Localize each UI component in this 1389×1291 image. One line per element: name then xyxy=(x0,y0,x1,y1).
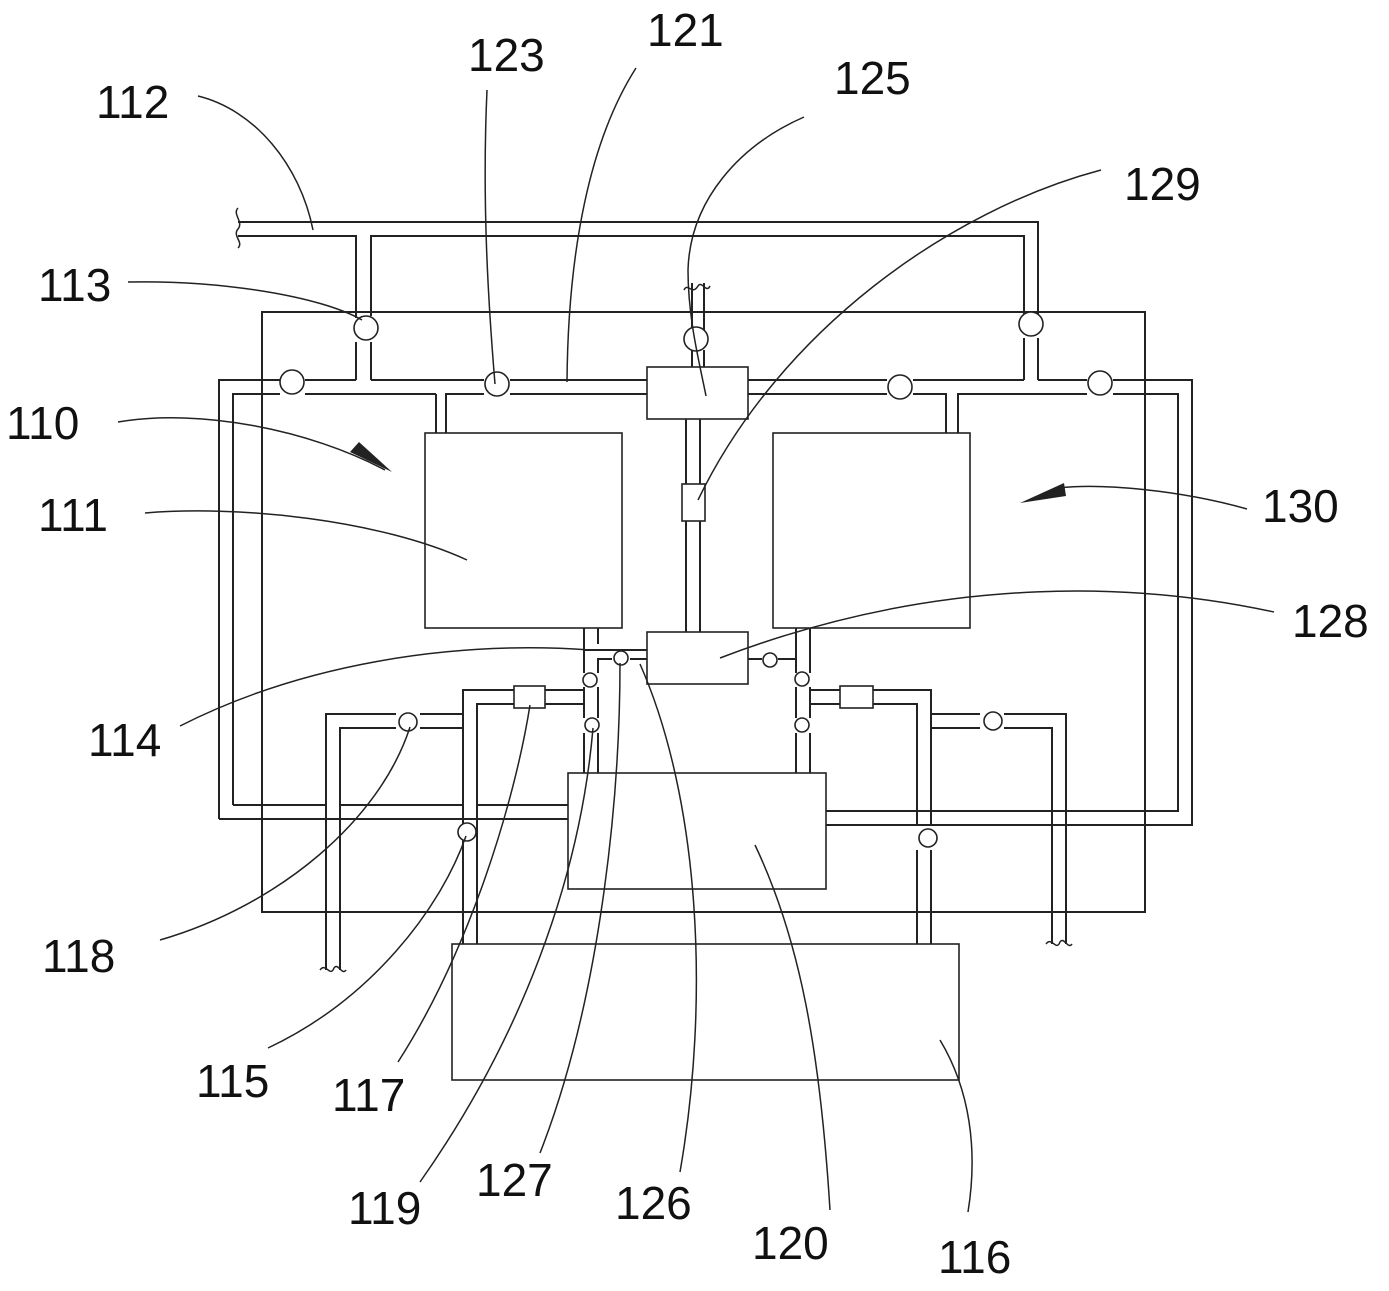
label-129: 129 xyxy=(1124,158,1201,210)
element-right-filter xyxy=(839,685,874,709)
valve-126 xyxy=(613,650,629,666)
valve-114 xyxy=(582,672,598,688)
bottom-tank-116 xyxy=(451,943,960,1081)
valve-top-right xyxy=(1018,311,1044,337)
valve-113 xyxy=(353,315,379,341)
label-111: 111 xyxy=(38,489,108,541)
valves xyxy=(279,311,1113,848)
label-125: 125 xyxy=(834,52,911,104)
reference-labels: 112 123 121 125 129 113 110 111 130 128 … xyxy=(6,4,1369,1283)
leader-lines xyxy=(117,67,1275,1213)
right-unit-130 xyxy=(772,432,971,629)
valve-right-small-b xyxy=(794,671,810,687)
valve-125-top xyxy=(683,326,709,352)
label-113: 113 xyxy=(38,259,111,311)
manifold-pipes xyxy=(218,338,1193,826)
element-129 xyxy=(681,483,706,522)
right-lower-pipes xyxy=(748,628,1073,947)
center-block-128 xyxy=(646,631,749,685)
label-126: 126 xyxy=(615,1177,692,1229)
label-112: 112 xyxy=(96,76,169,128)
left-unit-111 xyxy=(424,432,623,629)
label-121: 121 xyxy=(647,4,724,56)
valve-115 xyxy=(457,822,477,842)
valve-119 xyxy=(584,717,600,733)
valve-118 xyxy=(398,712,418,732)
valve-123 xyxy=(484,371,510,397)
center-riser xyxy=(681,283,711,632)
element-117 xyxy=(513,685,546,709)
top-valve-block-125 xyxy=(646,366,749,420)
label-116: 116 xyxy=(938,1231,1011,1283)
valve-right-lower-b xyxy=(918,828,938,848)
valve-right-small-c xyxy=(794,717,810,733)
label-115: 115 xyxy=(196,1055,269,1107)
left-lower-pipes xyxy=(319,628,647,973)
valve-right-manifold-b xyxy=(1087,370,1113,396)
label-123: 123 xyxy=(468,29,545,81)
supply-pipe-112 xyxy=(235,207,1039,318)
label-118: 118 xyxy=(42,930,115,982)
label-119: 119 xyxy=(348,1182,421,1234)
label-114: 114 xyxy=(88,714,161,766)
arrow-130 xyxy=(1020,483,1066,503)
valve-right-lower-a xyxy=(983,711,1003,731)
valve-left-manifold xyxy=(279,369,305,395)
arrow-110 xyxy=(350,442,392,472)
valve-right-small-a xyxy=(762,652,778,668)
label-117: 117 xyxy=(332,1069,405,1121)
valve-right-manifold-a xyxy=(887,374,913,400)
label-127: 127 xyxy=(476,1154,553,1206)
label-110: 110 xyxy=(6,397,79,449)
label-120: 120 xyxy=(752,1217,829,1269)
label-130: 130 xyxy=(1262,480,1339,532)
label-128: 128 xyxy=(1292,595,1369,647)
